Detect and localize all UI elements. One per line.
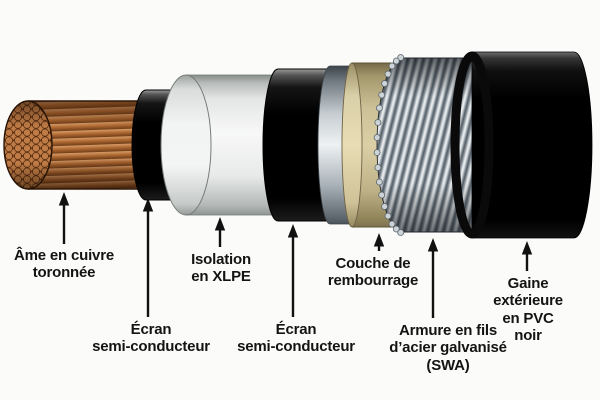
up-arrow-icon: [521, 241, 533, 271]
pvc-outer-sheath-layer: [450, 51, 593, 239]
label-copper-core: Âme en cuivre toronnée: [14, 247, 114, 282]
up-arrow-icon: [142, 198, 154, 317]
label-outer-screen: Écran semi-conducteur: [237, 321, 355, 356]
up-arrow-icon: [427, 238, 439, 318]
armour-wire-ends: [373, 54, 405, 236]
label-steel-wire-armour: Armure en fils d’acier galvanisé (SWA): [389, 322, 507, 374]
up-arrow-icon: [287, 224, 299, 317]
label-inner-screen: Écran semi-conducteur: [92, 321, 210, 356]
copper-core-layer: [3, 100, 142, 190]
up-arrow-icon: [373, 233, 385, 251]
label-xlpe-insulation: Isolation en XLPE: [191, 251, 251, 286]
up-arrow-icon: [58, 192, 70, 244]
label-pvc-outer-sheath: Gaine extérieure en PVC noir: [493, 275, 563, 345]
steel-wire-armour-layer: [373, 54, 477, 236]
label-bedding: Couche de rembourrage: [327, 255, 419, 290]
up-arrow-icon: [214, 217, 226, 247]
